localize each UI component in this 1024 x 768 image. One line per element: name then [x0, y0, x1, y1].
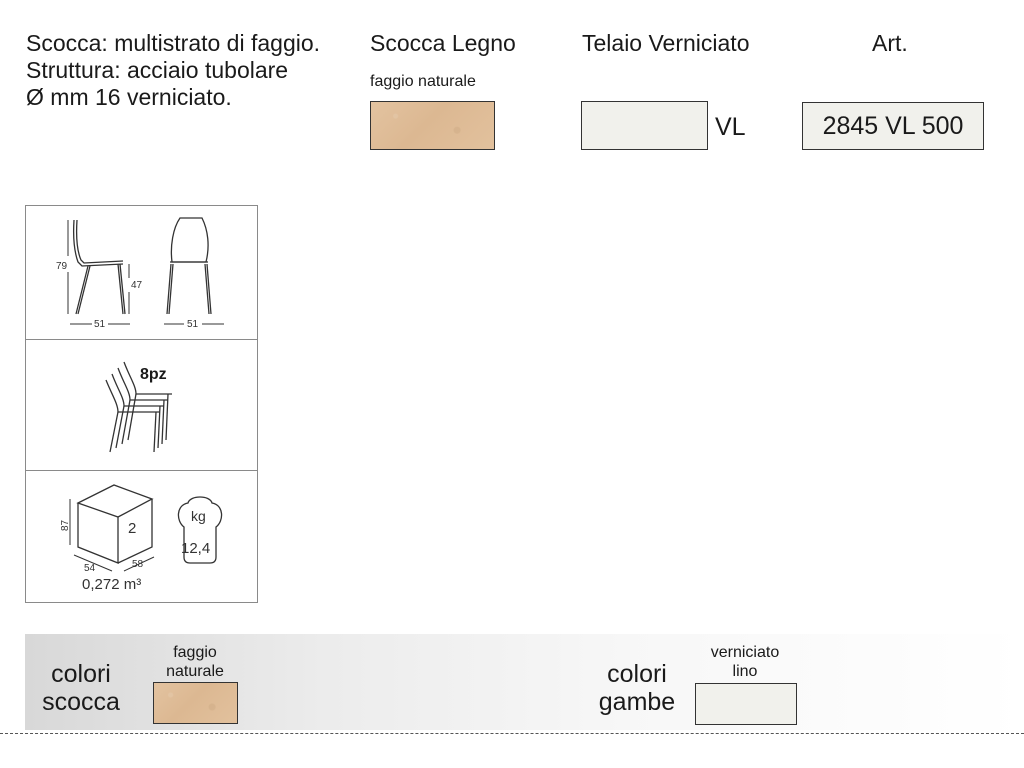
art-column-title: Art.: [872, 30, 908, 56]
seat-height-label: 47: [131, 280, 143, 291]
telaio-column-title: Telaio Verniciato: [582, 30, 750, 56]
footer-scocca-title-line-1: colori: [51, 660, 111, 688]
telaio-code: VL: [715, 113, 746, 141]
weight-unit: kg: [191, 508, 206, 524]
footer-scocca-swatch-label-line-1: faggio: [173, 644, 217, 661]
product-description: Scocca: multistrato di faggio. Struttura…: [26, 30, 320, 111]
packaging-panel: 87 54 58 2 kg 12,4 0,272 m³: [25, 470, 258, 603]
footer-gambe-swatch[interactable]: [695, 683, 797, 725]
footer-gambe-swatch-label-line-1: verniciato: [710, 644, 780, 661]
package-width-label: 58: [132, 559, 144, 570]
footer-scocca-title: colori scocca: [36, 660, 126, 716]
packaging-drawing: 87 54 58 2 kg 12,4 0,272 m³: [60, 484, 223, 593]
footer-gambe-title-line-1: colori: [607, 660, 667, 688]
footer-scocca-swatch-label: faggio naturale: [140, 643, 250, 681]
article-code-box: 2845 VL 500: [802, 102, 984, 150]
dimensions-panel: 79 47 51 51: [25, 205, 258, 341]
telaio-color-swatch[interactable]: [581, 101, 708, 150]
stacking-panel: 8pz: [25, 339, 258, 472]
front-width-label: 51: [187, 319, 199, 330]
scocca-swatch-label: faggio naturale: [370, 73, 476, 90]
stacked-chairs-drawing: [105, 361, 172, 453]
description-line-2: Struttura: acciaio tubolare: [26, 57, 289, 83]
package-quantity: 2: [128, 520, 136, 537]
stack-quantity: 8pz: [140, 366, 167, 383]
footer-gambe-title: colori gambe: [592, 660, 682, 716]
scocca-wood-swatch[interactable]: [370, 101, 495, 150]
description-line-3: Ø mm 16 verniciato.: [26, 84, 232, 110]
chair-dimensions-drawing: 79 47 51 51: [56, 217, 224, 330]
cut-line-divider: [0, 733, 1024, 734]
height-label: 79: [56, 261, 68, 272]
footer-gambe-title-line-2: gambe: [598, 688, 676, 716]
footer-gambe-swatch-label: verniciato lino: [690, 643, 800, 681]
package-depth-label: 54: [84, 563, 96, 574]
footer-gambe-swatch-label-line-2: lino: [732, 663, 758, 680]
package-height-label: 87: [60, 519, 71, 531]
scocca-column-title: Scocca Legno: [370, 30, 516, 56]
footer-scocca-swatch-label-line-2: naturale: [166, 663, 224, 680]
description-line-1: Scocca: multistrato di faggio.: [26, 30, 321, 56]
weight-value: 12,4: [181, 540, 210, 557]
footer-scocca-title-line-2: scocca: [42, 688, 120, 716]
footer-scocca-swatch[interactable]: [153, 682, 238, 724]
package-volume: 0,272 m³: [82, 576, 141, 593]
side-width-label: 51: [94, 319, 106, 330]
